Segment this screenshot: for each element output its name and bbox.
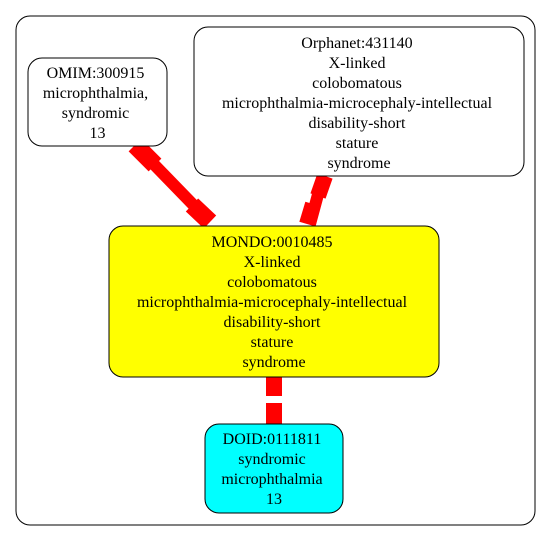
node-orphanet-line: Orphanet:431140 bbox=[301, 35, 412, 52]
node-orphanet-line: disability-short bbox=[309, 115, 406, 132]
edge-orphanet-mondo bbox=[299, 173, 333, 227]
node-omim-box bbox=[27, 57, 168, 147]
node-omim-line: 13 bbox=[90, 125, 106, 142]
node-omim-line: syndromic bbox=[62, 105, 130, 122]
node-orphanet-line: microphthalmia-microcephaly-intellectual bbox=[222, 95, 493, 112]
node-doid-line: syndromic bbox=[238, 451, 306, 468]
node-doid-line: DOID:0111811 bbox=[223, 431, 322, 448]
node-doid-label: DOID:0111811 syndromic microphthalmia 13 bbox=[221, 431, 326, 508]
node-orphanet-line: X-linked bbox=[329, 55, 386, 72]
node-mondo-line: colobomatous bbox=[227, 274, 317, 291]
node-orphanet-line: stature bbox=[336, 135, 379, 152]
node-orphanet-label: Orphanet:431140 X-linked colobomatous mi… bbox=[222, 35, 496, 172]
node-orphanet-box bbox=[193, 26, 525, 177]
node-mondo-line: MONDO:0010485 bbox=[212, 234, 333, 251]
node-orphanet-line: syndrome bbox=[327, 155, 390, 172]
node-mondo-line: syndrome bbox=[242, 354, 305, 371]
node-mondo[interactable]: MONDO:0010485 X-linked colobomatous micr… bbox=[108, 225, 440, 378]
edge-omim-mondo-cap-bottom bbox=[185, 198, 217, 229]
node-mondo-line: disability-short bbox=[224, 314, 321, 331]
node-orphanet[interactable]: Orphanet:431140 X-linked colobomatous mi… bbox=[193, 26, 525, 177]
node-mondo-box bbox=[108, 225, 440, 378]
edge-omim-mondo-cap-top bbox=[128, 138, 162, 172]
edge-orphanet-mondo-cap-bottom bbox=[299, 201, 321, 227]
node-mondo-line: stature bbox=[251, 334, 294, 351]
node-mondo-line: microphthalmia-microcephaly-intellectual bbox=[137, 294, 408, 311]
node-omim-line: OMIM:300915 bbox=[47, 65, 145, 82]
node-orphanet-line: colobomatous bbox=[312, 75, 402, 92]
edge-omim-mondo bbox=[128, 138, 217, 229]
node-mondo-line: X-linked bbox=[244, 254, 301, 271]
edge-orphanet-mondo-cap-top bbox=[310, 173, 333, 199]
node-mondo-label: MONDO:0010485 X-linked colobomatous micr… bbox=[137, 234, 411, 371]
node-omim-label: OMIM:300915 microphthalmia, syndromic 13 bbox=[43, 65, 152, 142]
node-doid-line: microphthalmia bbox=[221, 471, 322, 488]
node-doid-line: 13 bbox=[266, 491, 282, 508]
node-omim[interactable]: OMIM:300915 microphthalmia, syndromic 13 bbox=[27, 57, 168, 147]
node-doid[interactable]: DOID:0111811 syndromic microphthalmia 13 bbox=[204, 423, 344, 514]
node-doid-box bbox=[204, 423, 344, 514]
node-omim-line: microphthalmia, bbox=[43, 85, 148, 102]
